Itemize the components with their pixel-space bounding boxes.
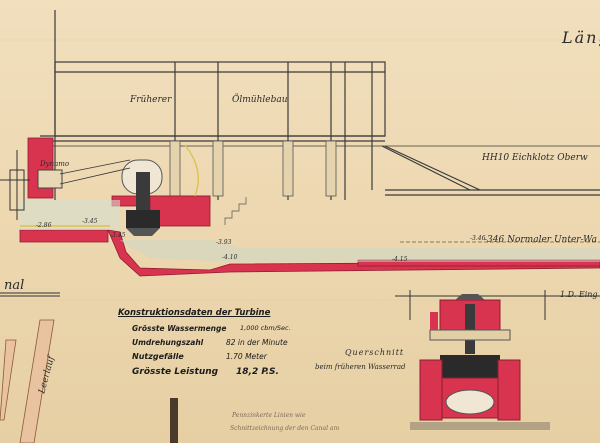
dynamo-label: Dynamo bbox=[40, 160, 70, 168]
title-fragment: Läng bbox=[562, 28, 600, 47]
hhw-label: HH10 Eichklotz Oberw bbox=[482, 153, 588, 163]
pillars bbox=[169, 140, 337, 197]
left-machinery bbox=[0, 150, 30, 220]
spec-value: 82 in der Minute bbox=[226, 338, 288, 347]
left-channel-lines bbox=[0, 292, 60, 297]
dynamo bbox=[37, 159, 131, 189]
elevation-label: -2.86 bbox=[36, 222, 52, 229]
elevation-label: -3.45 bbox=[110, 232, 126, 239]
elevation-label: -4.15 bbox=[392, 256, 408, 263]
turbine bbox=[121, 159, 163, 236]
spec-value: 1,000 cbm/Sec. bbox=[240, 324, 291, 332]
building-frame bbox=[30, 10, 600, 200]
elevation-label: -3.93 bbox=[216, 239, 232, 246]
left-label: nal bbox=[4, 278, 25, 293]
right-edge-label: 1.D. Eing bbox=[560, 290, 598, 299]
spec-label: Umdrehungszahl bbox=[132, 338, 204, 347]
stairs bbox=[224, 197, 247, 225]
spec-label: Grösste Wassermenge bbox=[132, 324, 227, 333]
normal-water-label: -346 Normaler Unter-Wa bbox=[484, 235, 597, 245]
water-channel bbox=[20, 200, 600, 262]
spec-value: 18,2 P.S. bbox=[236, 367, 279, 377]
building-label-2: Ölmühlebau bbox=[232, 95, 288, 105]
elevation-label: -3.45 bbox=[82, 218, 98, 225]
spec-label: Grösste Leistung bbox=[132, 367, 219, 377]
cross-section-subtitle: beim früheren Wasserrad bbox=[315, 363, 406, 371]
pencil-curve bbox=[184, 144, 199, 197]
cross-section bbox=[395, 290, 600, 430]
elevation-label: -3.46 bbox=[470, 235, 486, 242]
spec-value: 1.70 Meter bbox=[226, 352, 267, 361]
cross-section-title: Querschnitt bbox=[345, 348, 405, 357]
spec-label: Nutzgefälle bbox=[132, 352, 184, 361]
pencil-note-1: Pennzinkerte Linien wie bbox=[232, 412, 306, 419]
elevation-label: -4.10 bbox=[222, 254, 238, 261]
pencil-note-2: Schnittzeichnung der den Canal am bbox=[230, 425, 340, 432]
building-label-1: Früherer bbox=[130, 95, 172, 105]
post bbox=[170, 398, 178, 443]
leerlauf-channel bbox=[0, 319, 55, 443]
specs-heading: Konstruktionsdaten der Turbine bbox=[118, 308, 271, 318]
